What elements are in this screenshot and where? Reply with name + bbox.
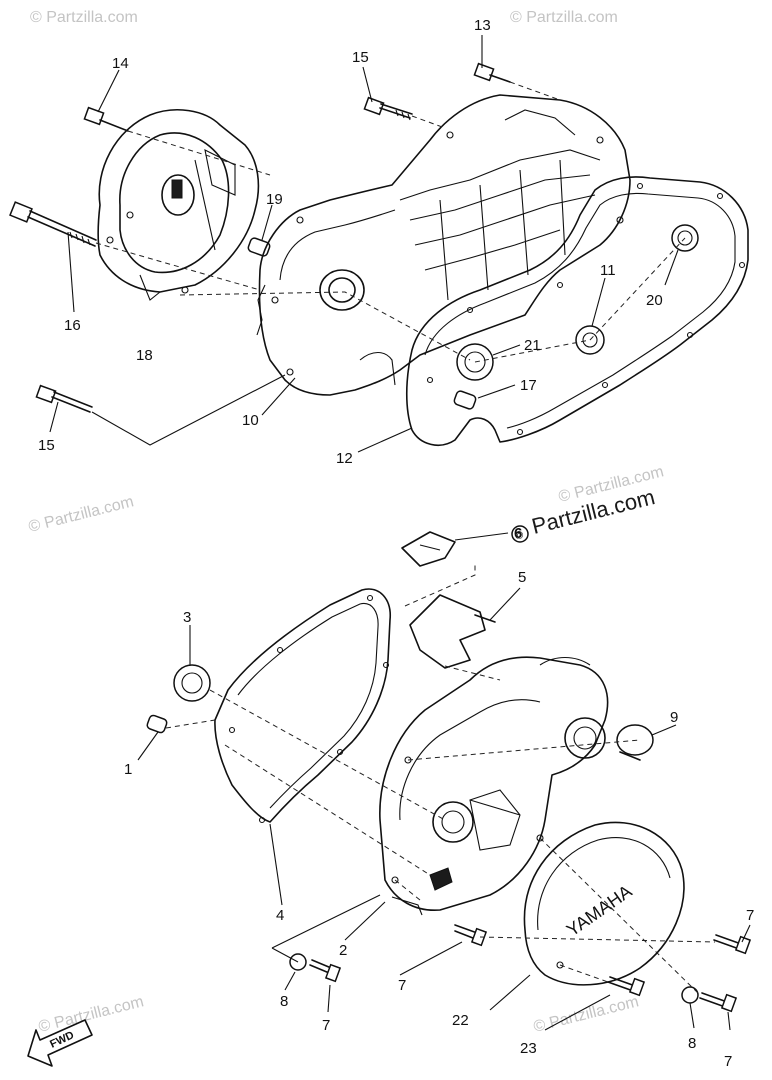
part-13-bolt: [473, 35, 511, 83]
label-10: 10: [242, 412, 259, 429]
watermark-top-left: © Partzilla.com: [30, 9, 138, 26]
part-7-screw-b: [309, 959, 342, 1013]
part-20-oil-seal: [664, 224, 699, 286]
label-22: 22: [452, 1012, 469, 1029]
part-15-bolt-upper: [362, 66, 413, 121]
label-9: 9: [670, 709, 678, 726]
label-21: 21: [524, 337, 541, 354]
part-21-oil-seal: [456, 343, 521, 381]
label-12: 12: [336, 450, 353, 467]
part-5-bracket: [409, 587, 521, 669]
label-18: 18: [136, 347, 153, 364]
part-7-screw-c: [713, 924, 752, 955]
part-6-bracket: [401, 531, 509, 567]
label-7-c: 7: [746, 907, 754, 924]
label-13: 13: [474, 17, 491, 34]
cover-logo-text: YAMAHA: [563, 881, 636, 940]
part-22-outer-cover: YAMAHA: [489, 821, 685, 1011]
part-8-washer-right: [681, 986, 699, 1029]
label-7-b: 7: [322, 1017, 330, 1034]
part-10-crankcase-cover: [256, 94, 631, 416]
label-19: 19: [266, 191, 283, 208]
label-6: 6: [514, 525, 522, 542]
callout-labels: 14 15 13 19 16 18 11 20 21 17 10 15 12 6…: [38, 17, 754, 1070]
watermark-top-right: © Partzilla.com: [510, 9, 618, 26]
part-2-crankcase-cover: [344, 656, 609, 941]
label-23: 23: [520, 1040, 537, 1057]
label-5: 5: [518, 569, 526, 586]
label-8-left: 8: [280, 993, 288, 1010]
label-1: 1: [124, 761, 132, 778]
watermark-bottom-left: © Partzilla.com: [37, 993, 146, 1036]
part-7-screw-d: [699, 992, 738, 1031]
part-14-bolt: [83, 69, 129, 132]
part-4-gasket: [214, 588, 391, 906]
part-11-bearing: [575, 277, 606, 355]
label-17: 17: [520, 377, 537, 394]
part-16-long-bolt: [9, 201, 97, 313]
part-18-front-cover: [97, 109, 260, 301]
label-2: 2: [339, 942, 347, 959]
label-15-lower: 15: [38, 437, 55, 454]
label-3: 3: [183, 609, 191, 626]
label-11: 11: [600, 262, 616, 279]
part-17-dowel: [453, 384, 516, 410]
watermark-bottom-right: © Partzilla.com: [532, 993, 641, 1036]
label-15-upper: 15: [352, 49, 369, 66]
part-9-cap: [616, 724, 677, 761]
part-7-screw-a: [399, 924, 488, 976]
part-23-screw: [544, 976, 646, 1031]
part-3-oil-seal: [173, 625, 211, 702]
label-14: 14: [112, 55, 129, 72]
label-7-d: 7: [724, 1053, 732, 1070]
bottom-alignment-lines: [209, 565, 716, 996]
part-15-bolt-lower: [35, 384, 93, 433]
label-16: 16: [64, 317, 81, 334]
svg-text:©: ©: [515, 530, 523, 542]
top-alignment-lines: [91, 81, 686, 446]
part-8-washer-left: [284, 953, 307, 991]
label-4: 4: [276, 907, 284, 924]
part-12-gasket: [357, 176, 749, 453]
part-19-dowel: [247, 204, 273, 257]
label-7-a: 7: [398, 977, 406, 994]
part-1-dowel: [137, 714, 216, 761]
watermark-mid-left: © Partzilla.com: [27, 493, 136, 536]
label-8-right: 8: [688, 1035, 696, 1052]
label-20: 20: [646, 292, 663, 309]
